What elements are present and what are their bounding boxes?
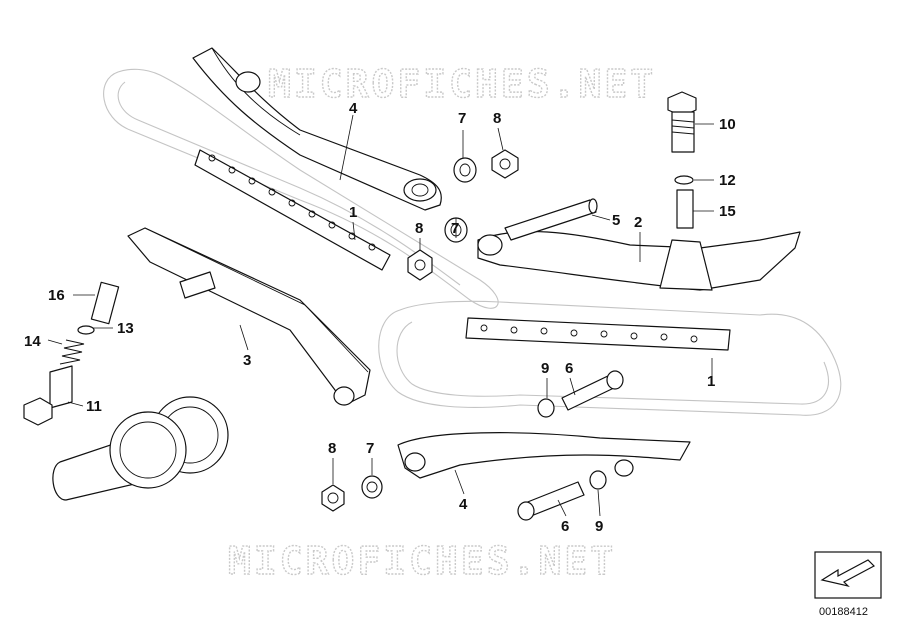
nut-upper — [491, 149, 519, 179]
callout-13: 13 — [117, 320, 134, 337]
callout-5: 5 — [612, 212, 620, 229]
sleeve — [676, 189, 694, 229]
callout-16: 16 — [48, 287, 65, 304]
bolt-upper — [561, 370, 624, 411]
callout-2: 2 — [634, 214, 642, 231]
callout-10: 10 — [719, 116, 736, 133]
arrow-icon — [820, 559, 875, 588]
callout-4-upper: 4 — [349, 100, 358, 117]
plug-bolt — [23, 365, 73, 426]
chain-loop-ghost-lower-inner — [396, 321, 829, 405]
watermark-top: MICROFICHES.NET — [268, 62, 656, 106]
tensioner-rail — [477, 230, 801, 291]
chain-loop-ghost-upper — [103, 68, 499, 309]
spring — [59, 339, 85, 365]
guide-rail-lower — [397, 432, 691, 479]
watermark-bottom: MICROFICHES.NET — [228, 539, 616, 583]
crankshaft-sprocket — [52, 396, 229, 501]
pin-end — [588, 198, 598, 214]
bolt-lower — [517, 481, 585, 521]
callout-9-lower: 9 — [595, 518, 603, 535]
callout-3: 3 — [243, 352, 251, 369]
callout-1-upper: 1 — [349, 204, 357, 221]
callout-9-upper: 9 — [541, 360, 549, 377]
callout-8-middle: 8 — [415, 220, 423, 237]
callout-14: 14 — [24, 333, 41, 350]
callout-12: 12 — [719, 172, 736, 189]
pin — [504, 199, 597, 241]
washer-lower — [361, 475, 383, 499]
guide-rail-left — [127, 227, 371, 406]
washer-9-lower — [589, 470, 607, 490]
diagram-ref-number: 00188412 — [819, 606, 868, 618]
washer-upper — [453, 157, 477, 183]
o-ring — [674, 175, 694, 185]
timing-chain-lower — [465, 317, 731, 351]
reference-box: 00188412 — [814, 551, 882, 618]
leader-lines — [47, 114, 714, 517]
spacer-sleeve — [90, 281, 120, 325]
callout-6-lower: 6 — [561, 518, 569, 535]
nut-lower — [321, 484, 345, 512]
callout-7-upper: 7 — [458, 110, 466, 127]
washer-9-upper — [537, 398, 555, 418]
callout-11: 11 — [86, 398, 102, 415]
callout-6-upper: 6 — [565, 360, 573, 377]
callout-labels: 4 7 8 10 12 15 1 8 7 5 2 16 14 13 3 11 9… — [24, 100, 736, 535]
callout-7-middle: 7 — [451, 220, 459, 237]
callout-4-lower: 4 — [459, 496, 468, 513]
seal-ring — [77, 325, 95, 335]
guide-rail-upper — [192, 47, 442, 211]
chain-loop-ghost-lower — [378, 300, 842, 416]
callout-8-lower: 8 — [328, 440, 336, 457]
nut-middle — [407, 249, 433, 281]
callout-7-lower: 7 — [366, 440, 374, 457]
callout-8-upper: 8 — [493, 110, 501, 127]
callout-1-lower: 1 — [707, 373, 715, 390]
tensioner-bolt — [667, 91, 697, 153]
callout-15: 15 — [719, 203, 736, 220]
timing-chain-upper — [194, 149, 391, 271]
